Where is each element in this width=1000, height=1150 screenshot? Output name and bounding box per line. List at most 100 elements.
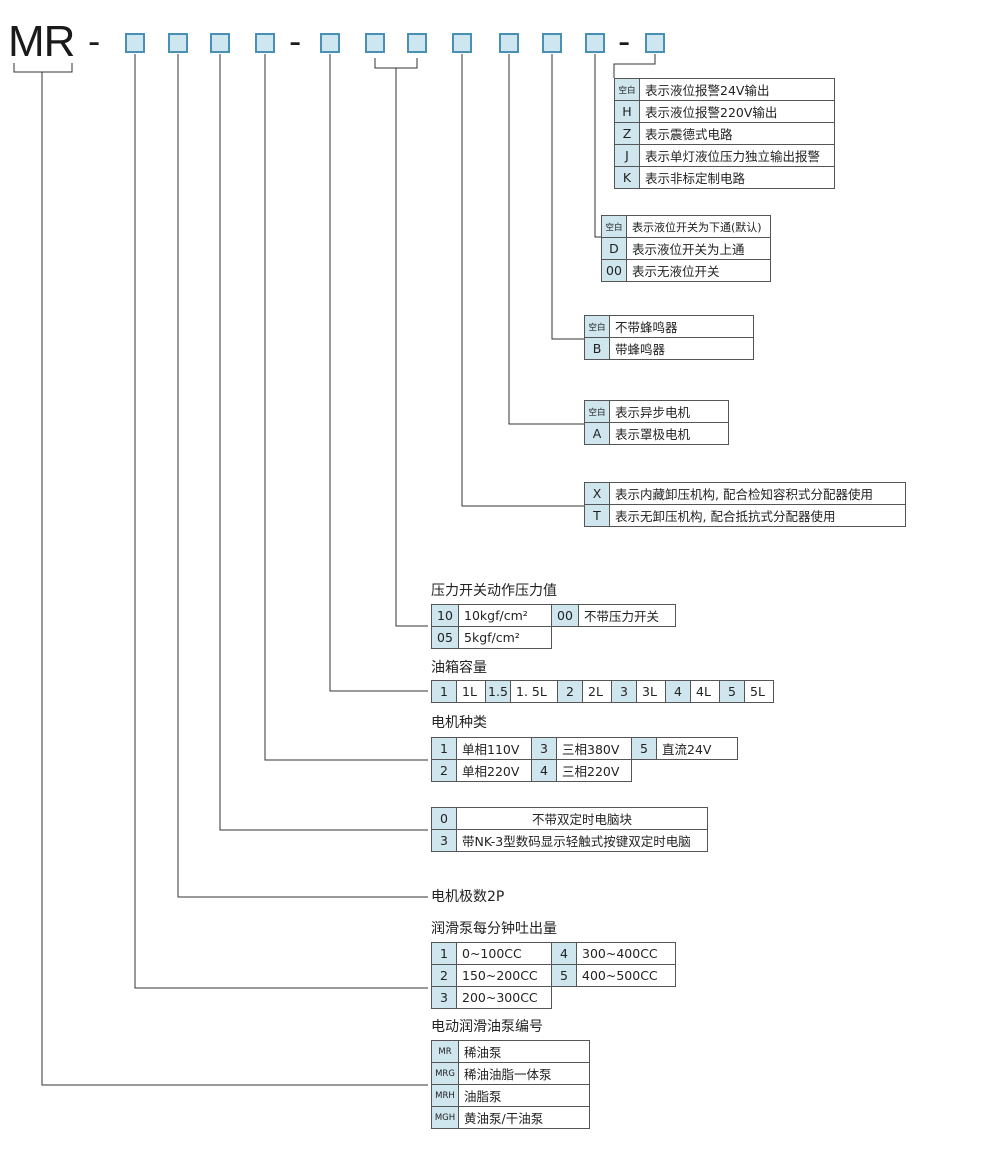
value-cell: 150~200CC bbox=[456, 964, 552, 987]
desc-cell: 表示单灯液位压力独立输出报警 bbox=[639, 144, 835, 167]
value-cell: 5kgf/cm² bbox=[458, 626, 552, 649]
code-cell: 5 bbox=[631, 737, 657, 760]
desc-cell: 不带蜂鸣器 bbox=[609, 315, 754, 338]
code-cell: 4 bbox=[665, 680, 691, 703]
code-box-8 bbox=[452, 33, 472, 53]
separator-dash: - bbox=[618, 22, 631, 62]
code-box-12 bbox=[645, 33, 665, 53]
table-row: 1 单相110V 3 三相380V 5 直流24V bbox=[431, 737, 738, 760]
code-cell: MRH bbox=[431, 1084, 459, 1107]
code-cell: 空白 bbox=[584, 315, 610, 338]
code-cell: 3 bbox=[431, 986, 457, 1009]
desc-cell: 表示无液位开关 bbox=[626, 259, 771, 282]
code-cell: K bbox=[614, 166, 640, 189]
table-row: 空白 不带蜂鸣器 bbox=[584, 315, 754, 338]
code-cell: 4 bbox=[531, 759, 557, 782]
value-cell: 三相380V bbox=[556, 737, 632, 760]
table-row: Z 表示震德式电路 bbox=[614, 122, 835, 145]
desc-cell: 带蜂鸣器 bbox=[609, 337, 754, 360]
code-cell: 3 bbox=[611, 680, 637, 703]
table-row: 3 200~300CC bbox=[431, 986, 676, 1009]
table-row: 空白 表示异步电机 bbox=[584, 400, 729, 423]
desc-cell: 油脂泵 bbox=[458, 1084, 590, 1107]
value-cell: 2L bbox=[582, 680, 612, 703]
code-cell: 2 bbox=[557, 680, 583, 703]
table-row: 0 不带双定时电脑块 bbox=[431, 807, 708, 830]
level-switch-table: 空白 表示液位开关为下通(默认) D 表示液位开关为上通 00 表示无液位开关 bbox=[601, 215, 771, 282]
code-cell: 空白 bbox=[584, 400, 610, 423]
code-box-5 bbox=[320, 33, 340, 53]
pressure-switch-table: 10 10kgf/cm² 00 不带压力开关 05 5kgf/cm² bbox=[431, 604, 676, 649]
motor-poles-label: 电机极数2P bbox=[431, 889, 505, 905]
table-row: 00 表示无液位开关 bbox=[601, 259, 771, 282]
table-row: 05 5kgf/cm² bbox=[431, 626, 676, 649]
code-cell: X bbox=[584, 482, 610, 505]
code-box-6 bbox=[365, 33, 385, 53]
code-box-11 bbox=[585, 33, 605, 53]
output-volume-title: 润滑泵每分钟吐出量 bbox=[431, 921, 557, 937]
motor-kind-table: 空白 表示异步电机 A 表示罩极电机 bbox=[584, 400, 729, 445]
code-cell: 00 bbox=[601, 259, 627, 282]
code-cell: MGH bbox=[431, 1106, 459, 1129]
code-cell: T bbox=[584, 504, 610, 527]
value-cell: 单相220V bbox=[456, 759, 532, 782]
table-row: 空白 表示液位开关为下通(默认) bbox=[601, 215, 771, 238]
code-cell: 3 bbox=[431, 829, 457, 852]
value-cell: 5L bbox=[744, 680, 774, 703]
table-row: MR 稀油泵 bbox=[431, 1040, 590, 1063]
separator-dash: - bbox=[88, 22, 101, 62]
code-cell: Z bbox=[614, 122, 640, 145]
code-cell: H bbox=[614, 100, 640, 123]
desc-cell: 表示无卸压机构, 配合抵抗式分配器使用 bbox=[609, 504, 906, 527]
code-box-4 bbox=[255, 33, 275, 53]
code-cell: A bbox=[584, 422, 610, 445]
code-cell: 5 bbox=[719, 680, 745, 703]
code-box-7 bbox=[407, 33, 427, 53]
code-box-1 bbox=[125, 33, 145, 53]
code-cell: 0 bbox=[431, 807, 457, 830]
value-cell: 直流24V bbox=[656, 737, 738, 760]
table-row: MGH 黄油泵/干油泵 bbox=[431, 1106, 590, 1129]
code-cell: D bbox=[601, 237, 627, 260]
table-row: MRG 稀油油脂一体泵 bbox=[431, 1062, 590, 1085]
desc-cell: 表示液位开关为上通 bbox=[626, 237, 771, 260]
code-cell: 空白 bbox=[614, 78, 640, 101]
table-row: A 表示罩极电机 bbox=[584, 422, 729, 445]
code-box-3 bbox=[210, 33, 230, 53]
table-row: T 表示无卸压机构, 配合抵抗式分配器使用 bbox=[584, 504, 906, 527]
table-row: X 表示内藏卸压机构, 配合检知容积式分配器使用 bbox=[584, 482, 906, 505]
code-box-9 bbox=[499, 33, 519, 53]
code-cell: 10 bbox=[431, 604, 459, 627]
model-prefix: MR bbox=[8, 17, 75, 66]
value-cell: 1. 5L bbox=[510, 680, 558, 703]
timer-table: 0 不带双定时电脑块 3 带NK-3型数码显示轻触式按键双定时电脑 bbox=[431, 807, 708, 852]
code-cell: 5 bbox=[551, 964, 577, 987]
value-cell: 不带压力开关 bbox=[578, 604, 676, 627]
alarm-circuit-table: 空白 表示液位报警24V输出 H 表示液位报警220V输出 Z 表示震德式电路 … bbox=[614, 78, 835, 189]
code-cell: 2 bbox=[431, 759, 457, 782]
table-row: D 表示液位开关为上通 bbox=[601, 237, 771, 260]
code-cell: B bbox=[584, 337, 610, 360]
code-cell: 1.5 bbox=[485, 680, 511, 703]
code-cell: 空白 bbox=[601, 215, 627, 238]
value-cell: 0~100CC bbox=[456, 942, 552, 965]
desc-cell: 黄油泵/干油泵 bbox=[458, 1106, 590, 1129]
desc-cell: 表示非标定制电路 bbox=[639, 166, 835, 189]
code-cell: 4 bbox=[551, 942, 577, 965]
code-cell: 00 bbox=[551, 604, 579, 627]
code-cell: 1 bbox=[431, 942, 457, 965]
table-row: 空白 表示液位报警24V输出 bbox=[614, 78, 835, 101]
table-row: B 带蜂鸣器 bbox=[584, 337, 754, 360]
desc-cell: 表示内藏卸压机构, 配合检知容积式分配器使用 bbox=[609, 482, 906, 505]
value-cell: 3L bbox=[636, 680, 666, 703]
table-row: MRH 油脂泵 bbox=[431, 1084, 590, 1107]
motor-type-title: 电机种类 bbox=[431, 715, 487, 731]
desc-cell: 表示液位开关为下通(默认) bbox=[626, 215, 771, 238]
pump-number-title: 电动润滑油泵编号 bbox=[431, 1019, 543, 1035]
desc-cell: 不带双定时电脑块 bbox=[456, 807, 708, 830]
table-row: 2 单相220V 4 三相220V bbox=[431, 759, 738, 782]
table-row: 1 1L 1.5 1. 5L 2 2L 3 3L 4 4L 5 5L bbox=[431, 680, 774, 703]
value-cell: 三相220V bbox=[556, 759, 632, 782]
